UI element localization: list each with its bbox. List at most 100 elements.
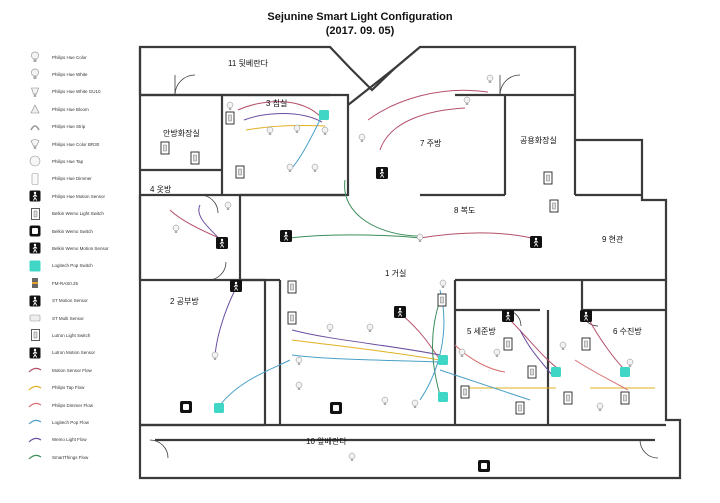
bulb-icon bbox=[626, 358, 634, 367]
flow-line bbox=[367, 89, 489, 121]
flow-line bbox=[243, 113, 323, 123]
bulb-icon bbox=[439, 279, 447, 288]
flow-line bbox=[432, 299, 441, 396]
flow-line bbox=[419, 289, 445, 401]
motion-sensor-icon bbox=[28, 346, 42, 360]
bloom-lamp-icon bbox=[28, 102, 42, 116]
bulb-icon bbox=[28, 50, 42, 64]
legend-item: Philips Hue Tap bbox=[28, 154, 83, 168]
legend-label: Wemo Light Flow bbox=[52, 437, 87, 443]
room-6: 6 수진방 bbox=[613, 327, 642, 336]
flow-line-icon bbox=[28, 433, 42, 447]
light-switch-icon bbox=[581, 337, 591, 351]
legend-label: Belkin Wemo Motion Sensor bbox=[52, 245, 109, 251]
bulb-icon bbox=[295, 381, 303, 390]
bulb-icon bbox=[28, 67, 42, 81]
bulb-icon bbox=[596, 402, 604, 411]
plug-switch-icon bbox=[330, 402, 342, 414]
flow-line bbox=[219, 359, 291, 406]
legend-label: Philips Hue Strip bbox=[52, 124, 86, 130]
bulb-icon bbox=[358, 133, 366, 142]
bulb-icon bbox=[416, 233, 424, 242]
legend-item: Lutron Light Switch bbox=[28, 328, 90, 342]
legend-item: Philips Hue White bbox=[28, 67, 88, 81]
flow-line-icon bbox=[28, 381, 42, 395]
bulb-icon bbox=[458, 348, 466, 357]
legend-item: Philips Hue White GU10 bbox=[28, 85, 101, 99]
bulb-icon bbox=[172, 224, 180, 233]
flow-line bbox=[291, 339, 441, 361]
bulb-icon bbox=[381, 396, 389, 405]
flow-line bbox=[574, 359, 629, 391]
room-8: 8 복도 bbox=[454, 206, 476, 215]
diagram-title: Sejunine Smart Light Configuration (2017… bbox=[0, 10, 720, 38]
plug-switch-icon bbox=[28, 224, 42, 238]
tap-switch-icon bbox=[28, 154, 42, 168]
pop-switch-icon bbox=[438, 355, 448, 365]
motion-sensor-icon bbox=[28, 189, 42, 203]
door-swings bbox=[149, 74, 659, 459]
pop-switch-icon bbox=[438, 392, 448, 402]
motion-sensor-icon bbox=[216, 237, 228, 249]
legend-label: Philips Hue Motion Sensor bbox=[52, 193, 106, 199]
bulb-icon bbox=[286, 163, 294, 172]
bulb-icon bbox=[224, 201, 232, 210]
legend-label: Philips Dimmer Flow bbox=[52, 402, 94, 408]
flow-line bbox=[379, 107, 466, 151]
motion-sensor-icon bbox=[580, 310, 592, 322]
legend-item: Belkin Wemo Motion Sensor bbox=[28, 241, 109, 255]
flow-line bbox=[401, 314, 441, 361]
legend-label: Philips Hue White GU10 bbox=[52, 89, 101, 95]
room-common-bath: 공용화장실 bbox=[520, 136, 557, 145]
flow-line-icon bbox=[28, 415, 42, 429]
legend-item: Philips Hue Motion Sensor bbox=[28, 189, 105, 203]
legend-label: Logitech Pop Flow bbox=[52, 419, 90, 425]
legend-item: Motion Sensor Flow bbox=[28, 363, 92, 377]
legend-label: Philips Hue Bloom bbox=[52, 106, 89, 112]
devices bbox=[160, 74, 634, 472]
walls bbox=[138, 45, 682, 480]
bulb-icon bbox=[321, 126, 329, 135]
legend-item: Belkin Wemo Light Switch bbox=[28, 207, 104, 221]
legend-item: SmartThings Flow bbox=[28, 450, 88, 464]
room-master-bath: 안방화장실 bbox=[163, 129, 200, 138]
light-switch-icon bbox=[28, 207, 42, 221]
legend-label: Philips Hue Color bbox=[52, 54, 87, 60]
bulb-icon bbox=[295, 356, 303, 365]
legend-label: FM-RAS0.25 bbox=[52, 280, 79, 286]
motion-sensor-icon bbox=[502, 310, 514, 322]
plug-switch-icon bbox=[478, 460, 490, 472]
legend-item: Logitech Pop Flow bbox=[28, 415, 89, 429]
pop-switch-icon bbox=[620, 367, 630, 377]
module-icon bbox=[28, 276, 42, 290]
legend-item: Logitech Pop Switch bbox=[28, 259, 93, 273]
legend-label: Philips Hue White bbox=[52, 71, 88, 77]
room-9: 9 현관 bbox=[602, 235, 624, 244]
bulb-icon bbox=[559, 341, 567, 350]
flow-line bbox=[439, 369, 531, 401]
light-switch-icon bbox=[527, 365, 537, 379]
light-switch-icon bbox=[160, 141, 170, 155]
legend-label: Philips Hue Color BR30 bbox=[52, 141, 100, 147]
legend-label: Philips Hue Dimmer bbox=[52, 176, 92, 182]
legend-item: Philips Hue Dimmer bbox=[28, 172, 92, 186]
legend-item: Belkin Wemo Switch bbox=[28, 224, 93, 238]
flow-line bbox=[245, 124, 326, 131]
room-4: 4 옷방 bbox=[150, 185, 172, 194]
bulb-icon bbox=[326, 323, 334, 332]
light-switch-icon bbox=[549, 199, 559, 213]
legend-item: FM-RAS0.25 bbox=[28, 276, 78, 290]
legend-item: Wemo Light Flow bbox=[28, 433, 87, 447]
flow-line-icon bbox=[28, 363, 42, 377]
room-2: 2 공부방 bbox=[170, 297, 199, 306]
legend-label: Lutron Light Switch bbox=[52, 332, 91, 338]
br30-bulb-icon bbox=[28, 137, 42, 151]
bulb-icon bbox=[486, 74, 494, 83]
legend-item: Philips Hue Color bbox=[28, 50, 87, 64]
flow-line bbox=[289, 115, 323, 171]
bulb-icon bbox=[366, 323, 374, 332]
bulb-icon bbox=[311, 163, 319, 172]
flow-lines bbox=[169, 89, 655, 406]
multi-sensor-icon bbox=[28, 311, 42, 325]
